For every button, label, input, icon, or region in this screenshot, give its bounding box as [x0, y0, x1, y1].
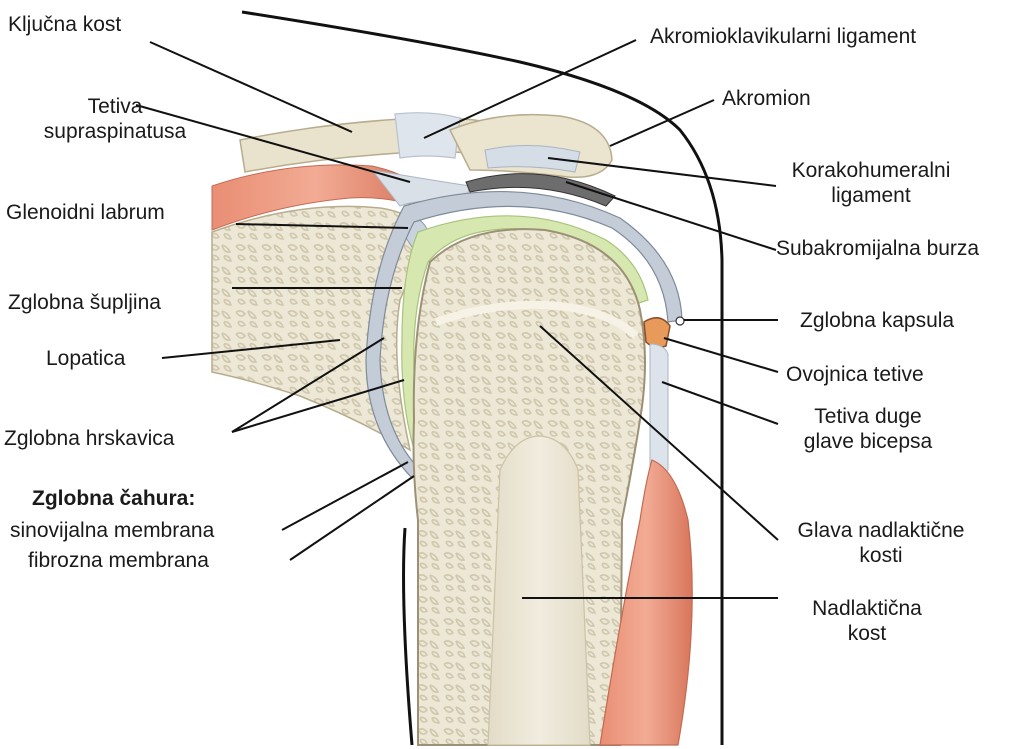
leader-lines: [135, 39, 779, 599]
label-zglobna-kapsula: Zglobna kapsula: [800, 309, 955, 332]
inner-arm-outline: [402, 527, 414, 746]
epiphyseal-line-shape: [434, 300, 639, 340]
label-zglobna-hrskavica: Zglobna hrskavica: [4, 427, 175, 450]
leader-lopatica: [161, 339, 341, 359]
leader-sinovijalna-membrana: [281, 461, 409, 531]
leader-tetiva-supraspinatusa: [135, 104, 411, 183]
label-zglobna-supljina: Zglobna šupljina: [8, 291, 161, 314]
label-glava-nadlakticne-kosti: Glava nadlaktične kosti: [797, 519, 965, 567]
leader-zglobna-hrskavica-1: [231, 337, 385, 433]
label-kljucna-kost: Ključna kost: [8, 13, 122, 36]
leader-kljucna-kost: [149, 41, 353, 133]
label-glenoidni-labrum: Glenoidni labrum: [6, 201, 165, 224]
leader-zglobna-hrskavica-2: [231, 379, 405, 433]
leader-subakromijalna-burza: [565, 181, 777, 251]
label-ovojnica-tetive: Ovojnica tetive: [786, 363, 924, 386]
label-tetiva-supraspinatusa: Tetiva supraspinatusa: [43, 95, 187, 143]
skin-outline: [241, 10, 724, 745]
articular-cartilage-shape: [401, 215, 649, 463]
label-korakohumeralni-ligament: Korakohumeralni ligament: [791, 159, 951, 207]
subacromial-bursa-shape: [465, 173, 616, 207]
label-nadlakticna-kost: Nadlaktična kost: [812, 597, 922, 645]
medullary-cavity-shape: [487, 435, 591, 746]
coracohumeral-ligament-shape: [484, 145, 581, 173]
joint-capsule-edge-shape: [675, 316, 685, 326]
leader-akromion: [609, 99, 715, 147]
tendon-sheath-shape: [643, 317, 671, 349]
leader-ovojnica-tetive: [663, 337, 779, 373]
label-subakromijalna-burza: Subakromijalna burza: [776, 237, 980, 260]
leader-glava-nadlakticne-kosti: [539, 325, 779, 541]
label-akromion: Akromion: [722, 87, 811, 110]
biceps-tendon-shape: [649, 343, 669, 476]
label-tetiva-duge-glave-bicepsa: Tetiva duge glave bicepsa: [803, 405, 933, 453]
label-fibrozna-membrana: fibrozna membrana: [28, 549, 209, 572]
leader-tetiva-bicepsa: [661, 381, 779, 425]
label-akromioklavikularni-ligament: Akromioklavikularni ligament: [650, 25, 917, 48]
label-lopatica: Lopatica: [46, 347, 126, 370]
joint-capsule-shape: [365, 190, 683, 479]
label-zglobna-cahura: Zglobna čahura:: [32, 487, 196, 510]
label-sinovijalna-membrana: sinovijalna membrana: [10, 519, 215, 542]
biceps-muscle-shape: [599, 459, 693, 746]
leader-fibrozna-membrana: [289, 475, 415, 561]
leader-korakohumeralni-ligament: [547, 157, 777, 187]
leader-akromioklavikularni-ligament: [423, 39, 637, 139]
leader-glenoidni-labrum: [235, 223, 409, 229]
